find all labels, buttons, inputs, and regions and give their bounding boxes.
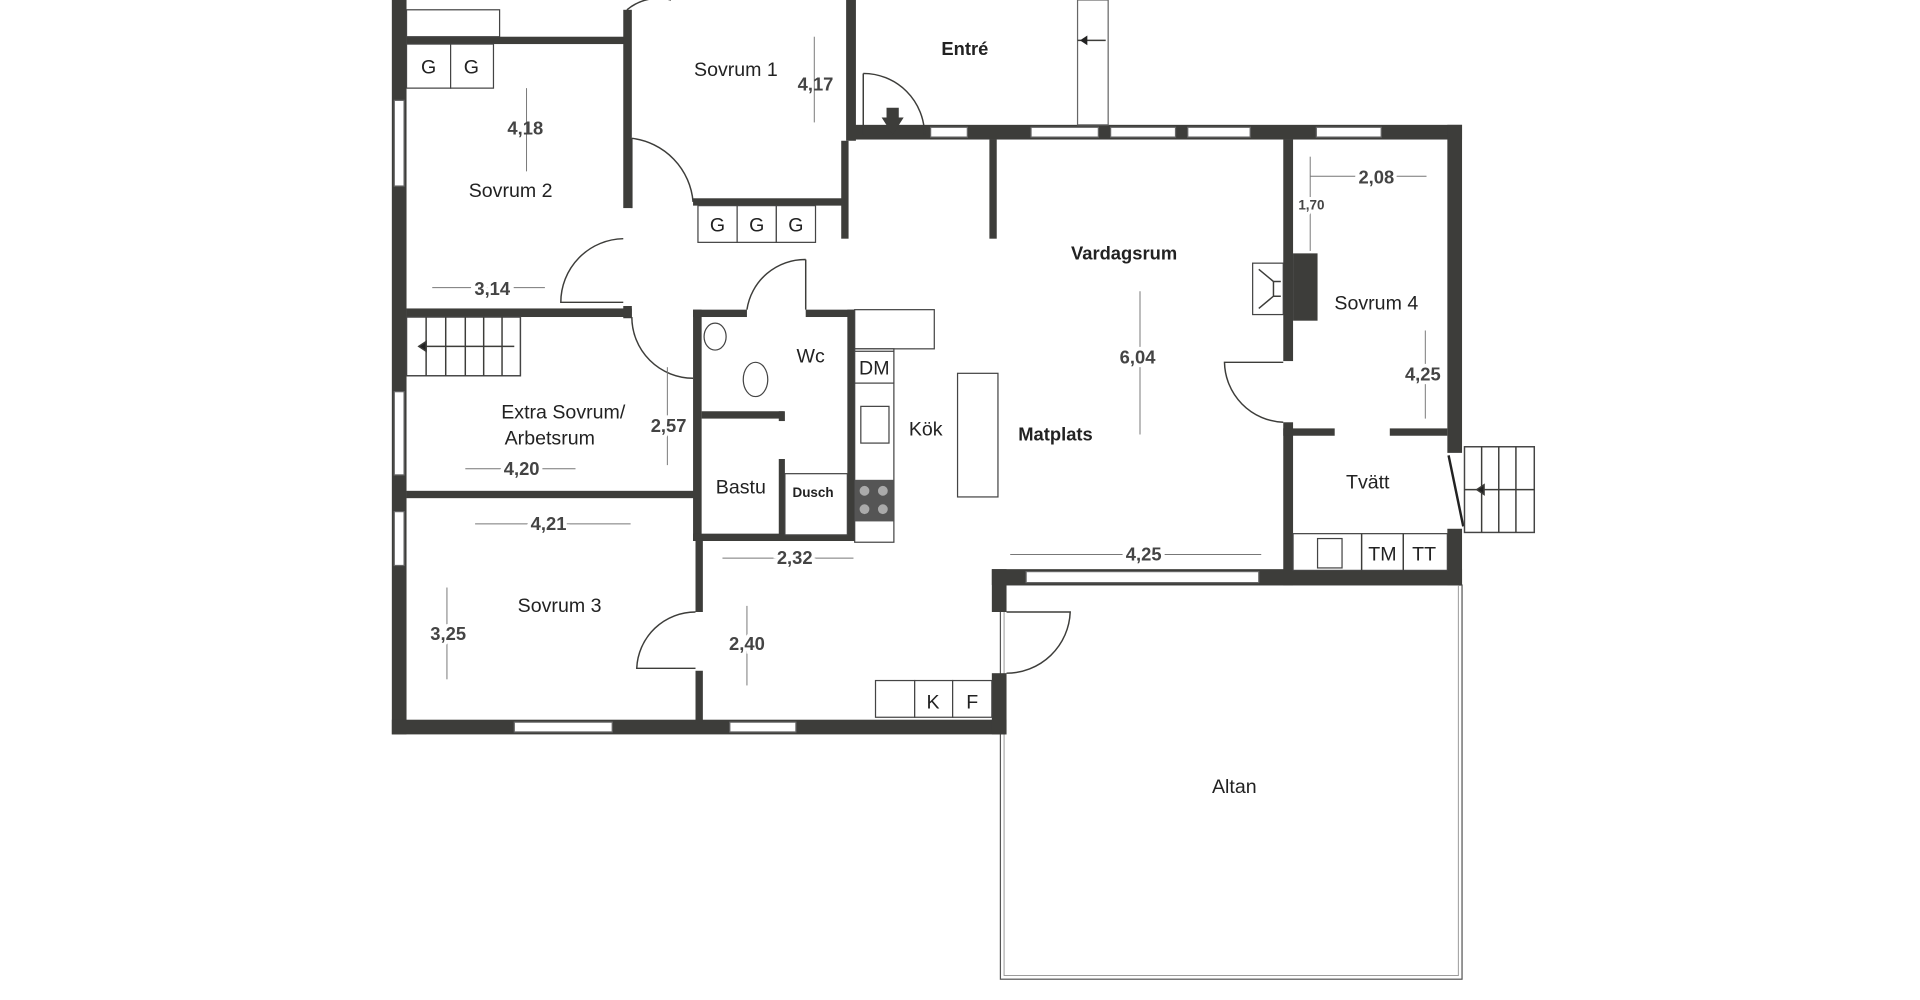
dimension-value: 3,25 xyxy=(430,623,466,644)
room-labels: Entré Sovrum 1 Sovrum 2 Extra Sovrum/ Ar… xyxy=(469,38,1419,798)
room-label-wc: Wc xyxy=(796,345,824,367)
room-label-sovrum1: Sovrum 1 xyxy=(694,59,778,81)
dimension-value: 2,40 xyxy=(729,633,765,654)
dimension-value: 4,18 xyxy=(507,118,543,139)
walls xyxy=(391,0,1463,735)
dimension-value: 2,32 xyxy=(777,547,813,568)
room-label-altan: Altan xyxy=(1212,776,1257,798)
wardrobe-label: G xyxy=(749,214,764,236)
dimension-values: 4,17 4,18 3,14 2,57 4,20 4,21 3,25 2,32 … xyxy=(427,74,1445,658)
wardrobe-label: G xyxy=(788,214,803,236)
freezer-label: F xyxy=(966,692,978,714)
dryer-label: TT xyxy=(1412,544,1436,566)
dimension-value: 1,70 xyxy=(1298,197,1324,212)
entrance-arrow-icon xyxy=(881,107,904,135)
fixture-labels: G G G G G DM K F TM TT xyxy=(421,56,1436,713)
stairs-left xyxy=(405,316,522,377)
dimension-value: 4,21 xyxy=(531,513,567,534)
dimension-value: 2,08 xyxy=(1358,167,1394,188)
room-label-kok: Kök xyxy=(909,419,943,441)
room-label-entre: Entré xyxy=(941,38,988,59)
dimension-lines xyxy=(432,36,1427,686)
dimension-value: 6,04 xyxy=(1120,347,1157,368)
dimension-value: 4,20 xyxy=(504,458,540,479)
room-label-matplats: Matplats xyxy=(1018,424,1092,445)
room-label-extra1: Extra Sovrum/ xyxy=(501,402,626,424)
washer-label: TM xyxy=(1368,544,1396,566)
wardrobe-label: G xyxy=(464,56,479,78)
fridge-label: K xyxy=(927,692,940,714)
dimension-value: 4,25 xyxy=(1126,544,1162,565)
dimension-value: 4,17 xyxy=(798,74,834,95)
dimension-value: 2,57 xyxy=(651,415,687,436)
dimension-value: 3,14 xyxy=(474,278,511,299)
fixtures xyxy=(405,9,1448,718)
room-label-tvatt: Tvätt xyxy=(1346,471,1390,493)
dishwasher-label: DM xyxy=(859,358,889,380)
dimension-value: 4,25 xyxy=(1405,364,1441,385)
stairs-right xyxy=(1463,446,1536,534)
doors xyxy=(560,0,1465,674)
windows xyxy=(393,0,1382,733)
room-label-bastu: Bastu xyxy=(716,476,766,498)
wardrobe-label: G xyxy=(710,214,725,236)
room-label-vardagsrum: Vardagsrum xyxy=(1071,242,1177,263)
room-label-sovrum3: Sovrum 3 xyxy=(518,595,602,617)
room-label-sovrum4: Sovrum 4 xyxy=(1334,293,1418,315)
room-label-dusch: Dusch xyxy=(792,485,833,500)
room-label-extra2: Arbetsrum xyxy=(505,427,595,449)
wardrobe-label: G xyxy=(421,56,436,78)
room-label-sovrum2: Sovrum 2 xyxy=(469,180,553,202)
